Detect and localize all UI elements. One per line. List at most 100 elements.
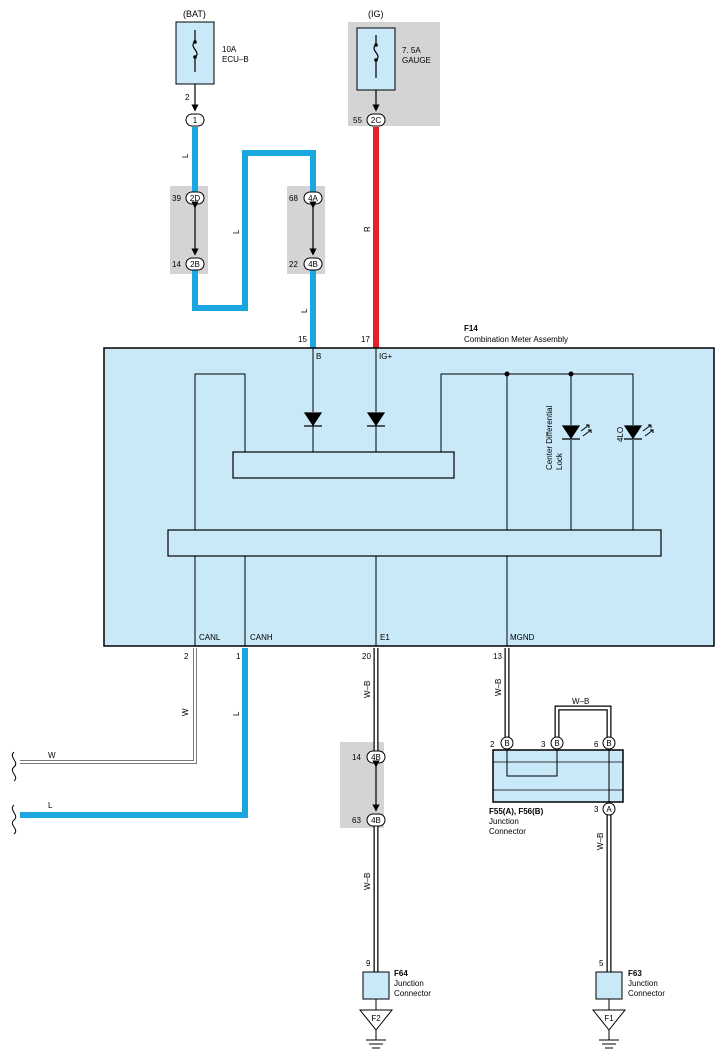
meter-pin-b: 15 (298, 335, 307, 344)
ground-icon (591, 1009, 627, 1031)
junction-body (362, 971, 390, 1000)
wires (20, 127, 612, 972)
wire-canl-w (20, 648, 196, 763)
junction-name: Connector (628, 989, 665, 998)
indicator-4lo: 4LO (616, 427, 625, 442)
pin-number: 55 (353, 116, 362, 125)
connector-label: B (554, 739, 559, 748)
meter-code: F14 (464, 324, 478, 333)
pin-number: 39 (172, 194, 181, 203)
pin-number: 22 (289, 260, 298, 269)
meter-terminal-canl: CANL (199, 633, 221, 642)
connector-pill (500, 736, 514, 750)
connector-label: 1 (193, 116, 198, 125)
meter-terminal-mgnd: MGND (510, 633, 535, 642)
diode-icon (366, 412, 386, 427)
led-icon (561, 424, 592, 440)
wire-label-wb: W–B (572, 697, 589, 706)
ig-fuse-name: GAUGE (402, 56, 431, 65)
connector-pill (602, 802, 616, 816)
indicator-center-diff-lock: Lock (555, 452, 564, 470)
wire-loop-wb (555, 706, 611, 738)
connector-label: 2B (190, 260, 200, 269)
wire-break-icon (11, 804, 17, 835)
wire-label-l: L (232, 711, 241, 716)
meter-pin-ig: 17 (361, 335, 370, 344)
junction-name: Connector (489, 827, 526, 836)
wire-label-w: W (48, 751, 56, 760)
pin-number: 6 (594, 740, 599, 749)
bat-label: (BAT) (183, 9, 206, 19)
meter-pin-mgnd: 13 (493, 652, 502, 661)
ig-label: (IG) (368, 9, 384, 19)
wire-label-l: L (232, 229, 241, 234)
connector-label: B (504, 739, 509, 748)
indicator-center-diff: Center Differential (545, 405, 554, 470)
junction-name: Junction (628, 979, 658, 988)
pin-number: 63 (352, 816, 361, 825)
wire-color-labels: L L L R W W L L W–B W–B W–B W–B W–B (48, 153, 605, 890)
meter-terminal-canh: CANH (250, 633, 273, 642)
wire-label-l: L (300, 308, 309, 313)
connectors: 2 1 55 2C 2D 39 2B 14 4A 68 4B 22 4B 14 … (172, 84, 386, 827)
wire-bat-l-2 (192, 150, 316, 311)
junction-connector-f55-f56: 2 B 3 B 6 B 3 A F55(A), F56(B) Junction … (489, 736, 624, 836)
diode-icon (303, 412, 323, 427)
meter-pin-canl: 2 (184, 652, 189, 661)
wire-break-icon (11, 751, 17, 782)
pin-number: 5 (599, 959, 604, 968)
meter-pin-canh: 1 (236, 652, 241, 661)
connector-pill (185, 113, 205, 127)
junction-connector-f64: 9 F64 Junction Connector F2 (358, 959, 431, 1049)
meter-terminal-ig: IG+ (379, 352, 392, 361)
junction-code: F63 (628, 969, 642, 978)
meter-internal-bar (232, 451, 455, 479)
meter-pin-e1: 20 (362, 652, 371, 661)
ig-fuse-block: (IG) 7. 5A GAUGE (348, 9, 440, 126)
meter-internal-bar (167, 529, 662, 557)
pin-number: 14 (172, 260, 181, 269)
connector-label: 4B (371, 753, 381, 762)
led-icon (623, 424, 654, 440)
junction-code: F64 (394, 969, 408, 978)
ground-label: F2 (371, 1014, 381, 1023)
connector-label: 4B (371, 816, 381, 825)
bat-fuse-block: (BAT) 10A ECU–B (175, 9, 249, 85)
junction-code: F55(A), F56(B) (489, 807, 544, 816)
wire-canh-l (20, 648, 248, 818)
connector-label: B (606, 739, 611, 748)
junction-connector-f63: 5 F63 Junction Connector F1 (591, 959, 665, 1049)
junction-name: Junction (489, 817, 519, 826)
ground-label: F1 (604, 1014, 614, 1023)
connector-label: A (606, 805, 612, 814)
wire-label-wb: W–B (363, 873, 372, 890)
connector-pill (602, 736, 616, 750)
junction-body (595, 971, 623, 1000)
wire-label-l: L (48, 801, 53, 810)
meter-terminal-b: B (316, 352, 321, 361)
wire-label-wb: W–B (494, 679, 503, 696)
connector-label: 4A (308, 194, 318, 203)
wire-label-l: L (181, 153, 190, 158)
connector-pill (550, 736, 564, 750)
wire-label-wb: W–B (363, 681, 372, 698)
connector-label: 2D (190, 194, 200, 203)
pin-number: 3 (541, 740, 546, 749)
meter-body (103, 347, 715, 647)
wire-label-w: W (181, 708, 190, 716)
ground-icon (358, 1009, 394, 1031)
junction-name: Junction (394, 979, 424, 988)
meter-name: Combination Meter Assembly (464, 335, 568, 344)
connector-pill (185, 257, 205, 271)
connector-pill (366, 113, 386, 127)
pin-number: 3 (594, 805, 599, 814)
pin-number: 2 (185, 93, 190, 102)
pin-number: 68 (289, 194, 298, 203)
connector-label: 4B (308, 260, 318, 269)
pin-number: 14 (352, 753, 361, 762)
bat-fuse-amp: 10A (222, 45, 237, 54)
pin-number: 9 (366, 959, 371, 968)
pin-number: 2 (490, 740, 495, 749)
connector-label: 2C (371, 116, 381, 125)
